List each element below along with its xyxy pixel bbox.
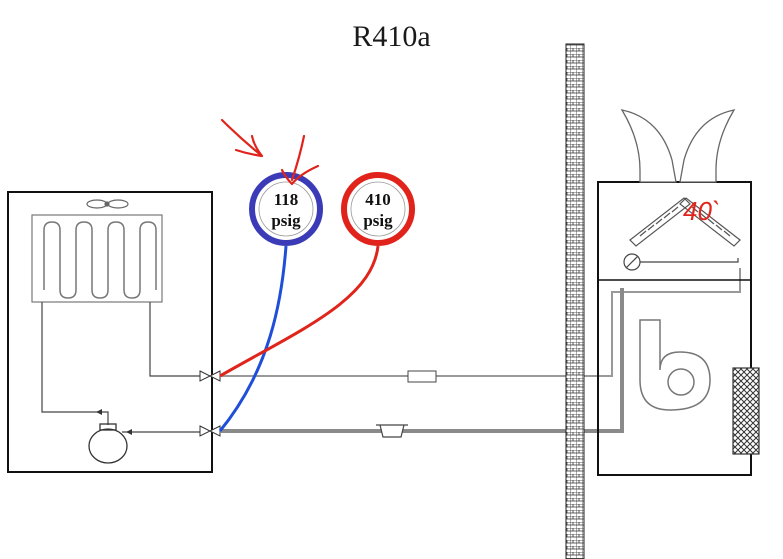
supply-air-vent-icon [620,109,736,183]
outdoor-unit [7,191,221,473]
condenser-fan-icon [86,199,129,209]
flow-arrow [126,429,132,435]
indoor-unit [597,109,760,476]
discharge-line [149,302,200,377]
condenser-coil [43,221,157,299]
high-side-pressure-value: 410 [365,190,391,209]
annotation-arrow-icon [280,134,320,186]
evaporator-coil-icon [629,197,741,247]
expansion-valve-icon [623,253,739,271]
compressor-icon [88,423,128,464]
blower-icon [639,319,711,411]
service-valve-suction [199,425,221,437]
liquid-line [220,268,741,377]
liquid-line-drier [407,370,437,383]
handwritten-annotations: 40` [220,118,721,226]
low-side-pressure-value: 118 [274,190,299,209]
compressor-discharge-line [41,302,109,425]
low-side-gauge: 118 psig [249,172,323,246]
high-side-hose [219,245,380,378]
air-filter [732,367,760,455]
building-wall [565,43,585,559]
outdoor-unit-cabinet [7,191,213,473]
flow-arrow [96,409,102,415]
diagram-title: R410a [352,20,431,53]
service-valve-liquid [199,370,221,382]
suction-line [220,288,624,433]
refrigerant-lines [220,268,741,438]
temperature-annotation: 40` [683,196,721,226]
manifold-gauges: 118 psig 410 psig [218,172,415,432]
annotation-arrow-icon [220,118,264,158]
low-side-hose [218,245,288,432]
suction-line-fitting [376,424,408,438]
high-side-pressure-unit: psig [363,211,393,230]
high-side-gauge: 410 psig [341,172,415,246]
low-side-pressure-unit: psig [271,211,301,230]
condenser-coil-frame [31,214,163,303]
